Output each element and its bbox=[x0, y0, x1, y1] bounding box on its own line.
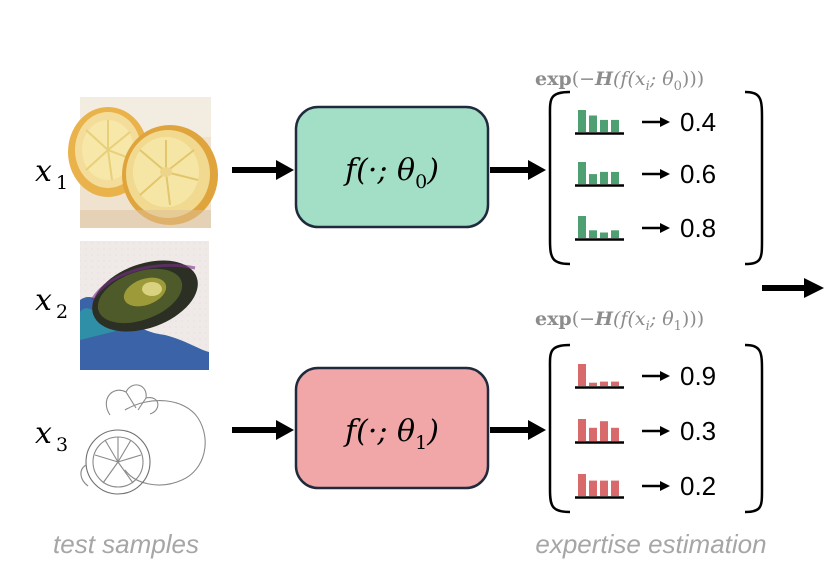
sample-label-x2-sub: 2 bbox=[56, 301, 68, 323]
left-bracket bbox=[548, 90, 571, 266]
arrow-head bbox=[660, 169, 670, 179]
histogram-bar bbox=[611, 119, 619, 132]
histogram-bar bbox=[578, 364, 586, 386]
histogram-bar bbox=[578, 419, 586, 441]
histogram-bar bbox=[578, 474, 586, 496]
sample-label-x3-var: x bbox=[35, 416, 52, 451]
formula-model-1: exp(−H(f(xi; θ1))) bbox=[535, 308, 704, 334]
sample-label-x3-sub: 3 bbox=[56, 434, 68, 456]
histogram-bar bbox=[589, 480, 597, 496]
histogram-bar bbox=[600, 171, 608, 184]
estimate-vector-0: 0.4 0.6 0.8 bbox=[548, 90, 764, 266]
estimate-entries-1: 0.9 0.3 0.2 bbox=[575, 361, 716, 501]
histogram-bar bbox=[611, 381, 619, 386]
arrow-head bbox=[660, 117, 670, 127]
arrow-head bbox=[660, 223, 670, 233]
estimate-row: 0.8 bbox=[575, 213, 716, 243]
model-box-1: f(·; θ1) bbox=[294, 366, 490, 490]
sample-label-x2: x 2 bbox=[35, 283, 68, 323]
estimate-row: 0.4 bbox=[575, 107, 716, 137]
estimate-row: 0.2 bbox=[575, 471, 716, 501]
sample-label-x1-var: x bbox=[35, 154, 52, 189]
histogram-bar bbox=[589, 427, 597, 441]
arrow-sample-to-model-1 bbox=[232, 420, 294, 440]
sample-label-x1-sub: 1 bbox=[56, 172, 68, 194]
histogram-bar bbox=[589, 174, 597, 184]
arrow-model-0-to-estimates bbox=[490, 160, 546, 180]
arrow-head bbox=[660, 371, 670, 381]
caption-expertise-estimation: expertise estimation bbox=[535, 529, 766, 559]
model-box-0-shape bbox=[294, 105, 490, 229]
right-bracket bbox=[744, 90, 764, 266]
sample-image-lemon-painting bbox=[80, 241, 209, 370]
histogram-bar bbox=[611, 171, 619, 184]
model-box-0-label: f(·; θ0) bbox=[343, 153, 439, 193]
histogram-bar bbox=[578, 216, 586, 238]
left-bracket bbox=[548, 343, 571, 514]
estimate-value: 0.4 bbox=[680, 107, 716, 137]
histogram-bar bbox=[589, 230, 597, 238]
histogram-bar bbox=[611, 427, 619, 441]
model-box-1-label: f(·; θ1) bbox=[343, 414, 439, 454]
histogram-bar bbox=[611, 230, 619, 238]
formula-model-0: exp(−H(f(xi; θ0))) bbox=[535, 68, 704, 94]
sample-image-lemon-sketch bbox=[80, 384, 206, 495]
estimate-value: 0.2 bbox=[680, 471, 716, 501]
sample-label-x1: x 1 bbox=[35, 154, 68, 194]
histogram-bar bbox=[600, 480, 608, 496]
right-bracket bbox=[744, 343, 764, 514]
estimate-value: 0.9 bbox=[680, 361, 716, 391]
model-box-1-shape bbox=[294, 366, 490, 490]
histogram-bar bbox=[600, 421, 608, 441]
sample-label-x2-var: x bbox=[35, 283, 52, 318]
estimate-vector-1: 0.9 0.3 0.2 bbox=[548, 343, 764, 514]
histogram-bar bbox=[600, 381, 608, 386]
histogram-bar bbox=[589, 382, 597, 386]
sample-image-lemon-halves bbox=[68, 97, 218, 228]
estimate-entries-0: 0.4 0.6 0.8 bbox=[575, 107, 716, 243]
arrow-model-1-to-estimates bbox=[490, 420, 546, 440]
estimate-row: 0.3 bbox=[575, 416, 716, 446]
histogram-bar bbox=[600, 232, 608, 238]
sample-label-x3: x 3 bbox=[35, 416, 68, 456]
estimate-row: 0.6 bbox=[575, 159, 716, 189]
caption-test-samples: test samples bbox=[53, 529, 199, 559]
estimate-value: 0.8 bbox=[680, 213, 716, 243]
histogram-bar bbox=[589, 115, 597, 132]
model-box-0: f(·; θ0) bbox=[294, 105, 490, 229]
estimate-row: 0.9 bbox=[575, 361, 716, 391]
output-arrow bbox=[762, 278, 824, 298]
arrow-sample-to-model-0 bbox=[232, 160, 294, 180]
arrow-head bbox=[660, 426, 670, 436]
histogram-bar bbox=[611, 480, 619, 496]
histogram-bar bbox=[578, 162, 586, 184]
estimate-value: 0.6 bbox=[680, 159, 716, 189]
estimate-value: 0.3 bbox=[680, 416, 716, 446]
arrow-head bbox=[660, 481, 670, 491]
histogram-bar bbox=[600, 119, 608, 132]
histogram-bar bbox=[578, 110, 586, 132]
